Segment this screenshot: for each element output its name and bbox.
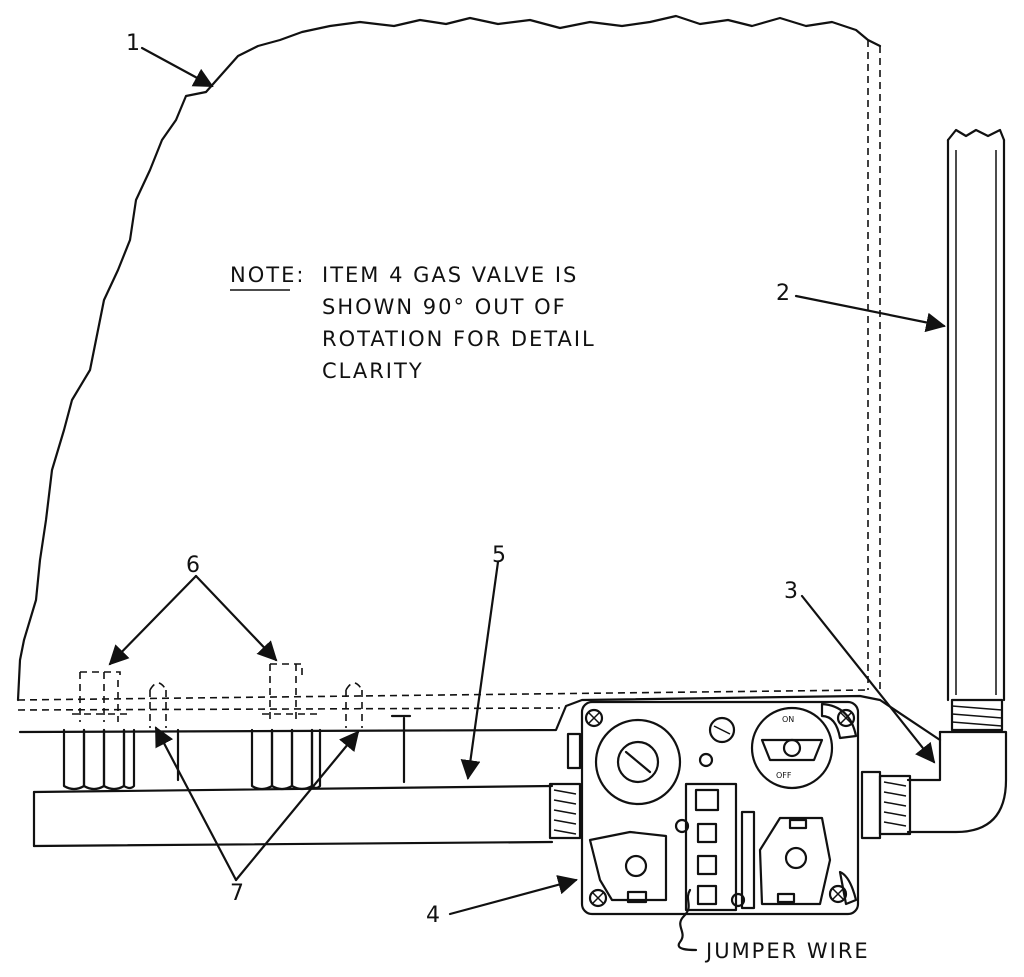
callout-5: 5 xyxy=(492,543,506,568)
knob-on-label: ON xyxy=(782,715,794,724)
callout-6: 6 xyxy=(186,553,200,578)
gas-control-valve: ON OFF xyxy=(580,700,860,916)
burner-group-right xyxy=(250,663,412,791)
note-block: NOTE: ITEM 4 GAS VALVE IS SHOWN 90° OUT … xyxy=(230,263,596,383)
burner-group-left xyxy=(62,671,180,791)
jumper-wire xyxy=(677,888,698,952)
jumper-wire-label: JUMPER WIRE xyxy=(704,939,870,963)
note-line-4: CLARITY xyxy=(322,359,424,383)
callout-3: 3 xyxy=(784,579,798,604)
callout-1: 1 xyxy=(126,31,140,56)
note-prefix: NOTE: xyxy=(230,263,305,287)
gas-supply-pipe xyxy=(946,128,1006,732)
chamber-outline xyxy=(16,14,942,742)
knob-off-label: OFF xyxy=(776,771,792,780)
callout-4: 4 xyxy=(426,903,440,928)
note-line-2: SHOWN 90° OUT OF xyxy=(322,295,567,319)
note-line-1: ITEM 4 GAS VALVE IS xyxy=(322,263,578,287)
elbow-fitting xyxy=(860,730,1008,840)
manifold-pipe xyxy=(32,732,582,848)
callout-2: 2 xyxy=(776,281,790,306)
callout-leaders xyxy=(108,46,946,916)
callout-7: 7 xyxy=(230,881,244,906)
note-line-3: ROTATION FOR DETAIL xyxy=(322,327,596,351)
